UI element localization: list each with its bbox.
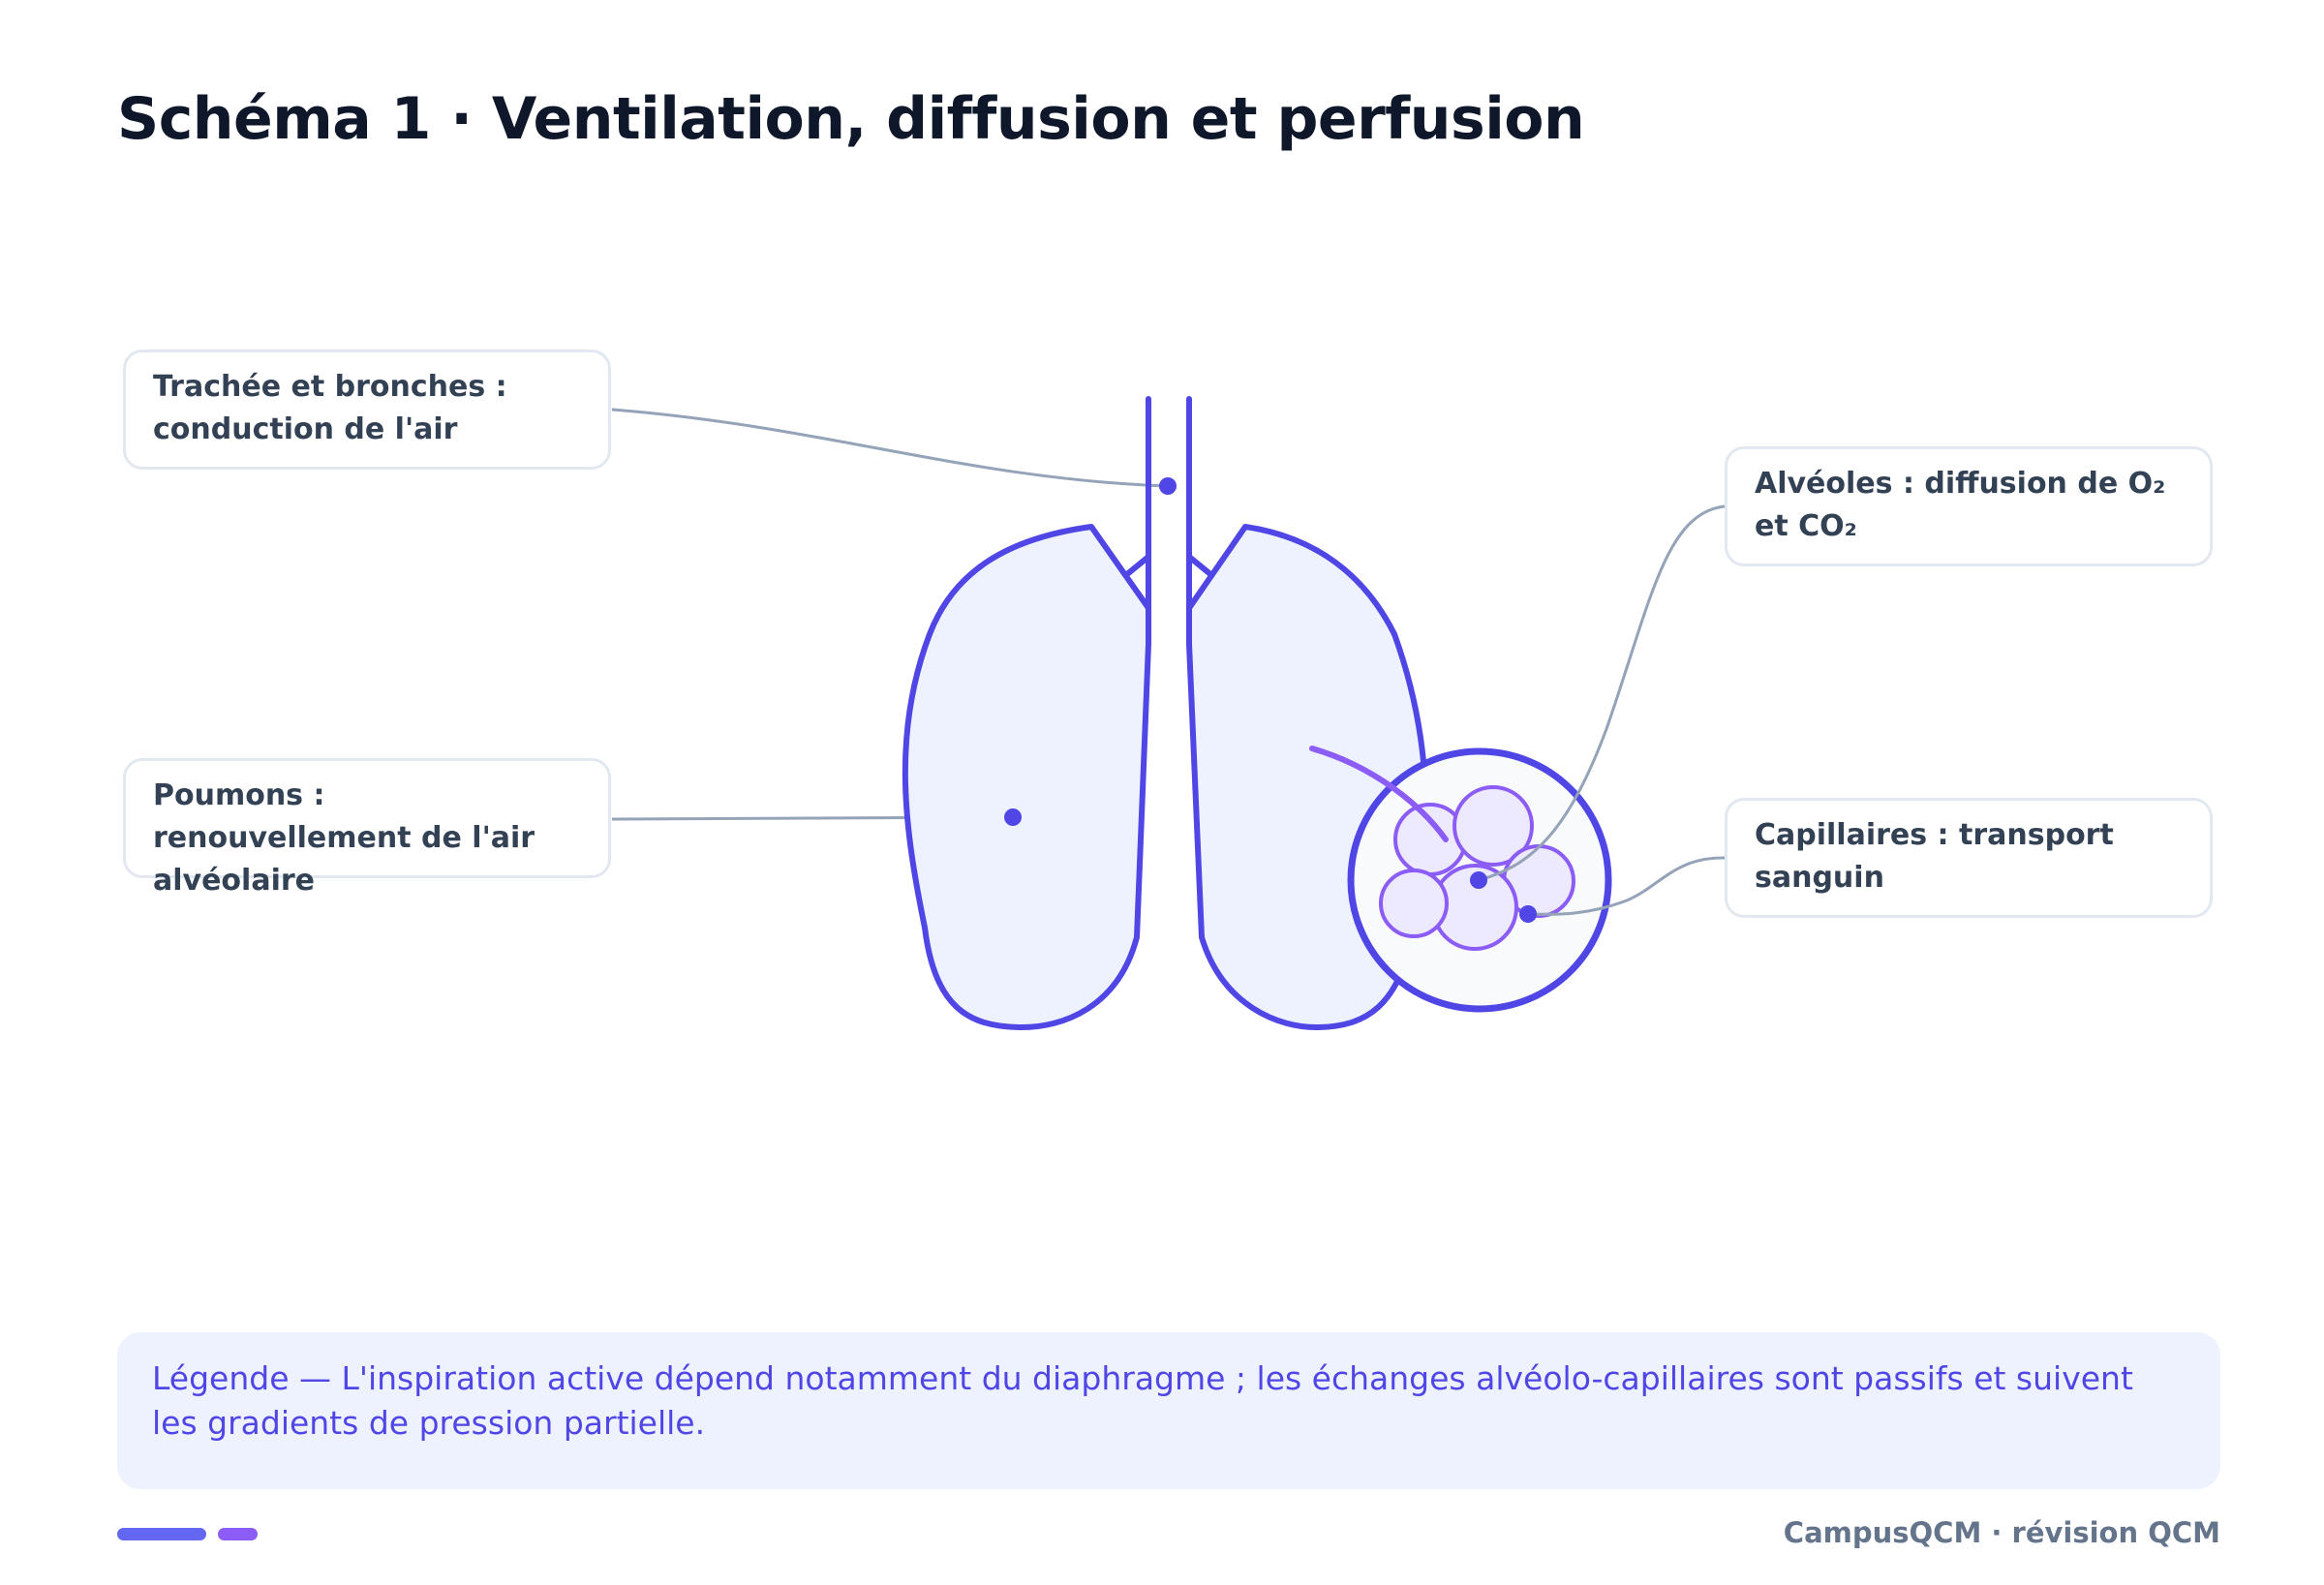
legend-box: Légende — L'inspiration active dépend no… (117, 1332, 2220, 1489)
callout-trachea-text: Trachée et bronches : conduction de l'ai… (153, 370, 507, 446)
leader-line-alveoli (1478, 504, 1726, 882)
bronchiole (1309, 746, 1449, 842)
decorative-bar-primary (117, 1528, 206, 1540)
left-lung (902, 524, 1151, 1031)
anchor-dot-capillaries (1519, 905, 1537, 923)
alveole-cluster (1379, 785, 1575, 951)
anchor-dot-alveoli (1470, 871, 1487, 889)
alveole (1379, 869, 1449, 938)
legend-text: Légende — L'inspiration active dépend no… (152, 1359, 2133, 1442)
page-title: Schéma 1 · Ventilation, diffusion et per… (117, 85, 1585, 153)
anchor-dot-trachea (1159, 477, 1177, 495)
callout-lungs-text: Poumons : renouvellement de l'air alvéol… (153, 778, 535, 898)
anchor-dot-lungs (1004, 808, 1022, 826)
callout-lungs: Poumons : renouvellement de l'air alvéol… (123, 758, 611, 898)
callout-capillaries-text: Capillaires : transport sanguin (1755, 818, 2114, 895)
leader-line-capillaries (1527, 856, 1726, 916)
trachea (1146, 396, 1192, 647)
decorative-bar-secondary (218, 1528, 258, 1540)
alveole (1452, 785, 1534, 867)
callout-trachea: Trachée et bronches : conduction de l'ai… (123, 350, 611, 470)
callout-alveoli: Alvéoles : diffusion de O₂ et CO₂ (1725, 446, 2213, 566)
brand-footer: CampusQCM · révision QCM (1783, 1516, 2220, 1549)
callout-capillaries: Capillaires : transport sanguin (1725, 798, 2213, 918)
leader-line-trachea (611, 408, 1169, 488)
carina (1124, 554, 1213, 577)
callout-alveoli-text: Alvéoles : diffusion de O₂ et CO₂ (1755, 467, 2166, 543)
